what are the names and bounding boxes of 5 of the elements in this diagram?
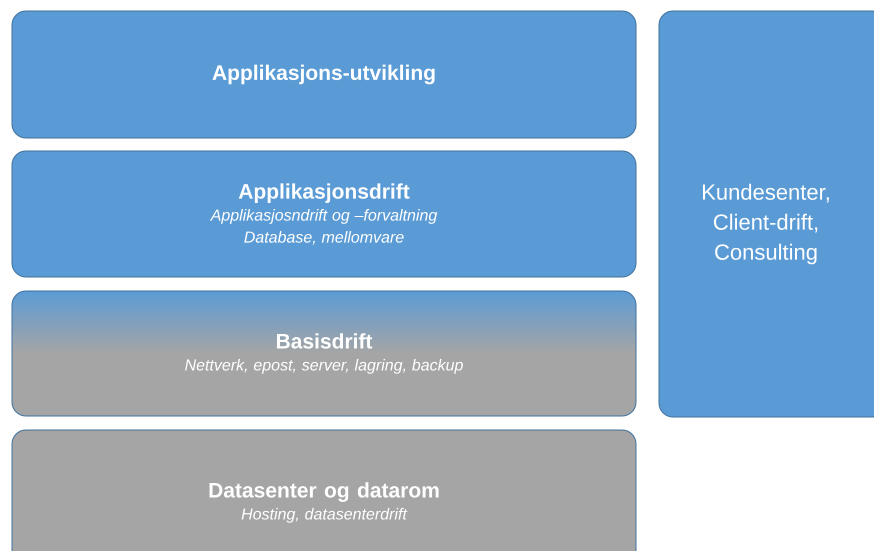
process-box: Datasenter og datarom Hosting, datasenterdrift bbox=[12, 430, 636, 551]
process-box: Basisdrift Nettverk, epost, server, lagring, backup bbox=[12, 290, 636, 416]
process-box: Applikasjons-utvikling bbox=[12, 10, 636, 138]
process-box: Kundesenter, Client-drift, Consulting bbox=[658, 10, 874, 418]
process-box: Applikasjonsdrift Applikasjosndrift og –forvaltning Database, mellomvare bbox=[12, 150, 636, 278]
